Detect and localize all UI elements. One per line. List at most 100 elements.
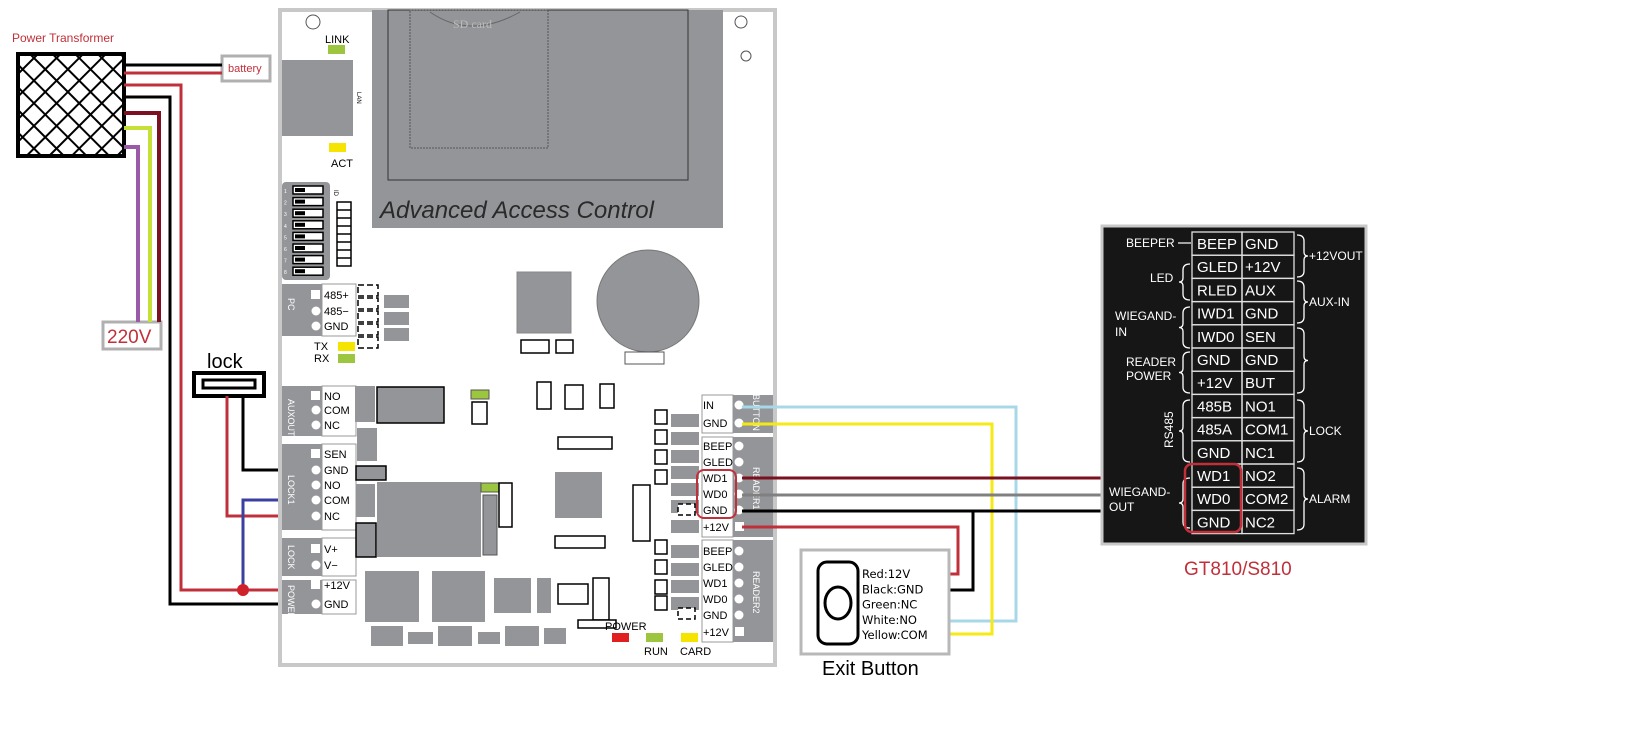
pin-label: WD1 (703, 473, 727, 485)
block-name: PC (286, 298, 296, 311)
terminal-pin-pc-0[interactable]: 485+ (311, 290, 349, 302)
terminal-pin-reader2-1[interactable]: GLED (703, 562, 744, 574)
terminal-pin-auxout-0[interactable]: NO (311, 391, 341, 403)
terminal-pin-reader2-0[interactable]: BEEP (703, 546, 744, 558)
terminal-pin-pc-2[interactable]: GND (311, 321, 349, 333)
block-name: POWER (286, 585, 296, 620)
reader-pin-left-2[interactable]: RLED (1197, 282, 1237, 299)
reader-pin-left-9[interactable]: GND (1197, 445, 1231, 462)
led-act-label: ACT (331, 158, 353, 170)
reader-pin-right-1[interactable]: +12V (1245, 259, 1280, 276)
reader-pin-right-7[interactable]: NO1 (1245, 398, 1276, 415)
dip-number: 3 (284, 212, 287, 218)
exit-wire-label-4: Yellow:COM (861, 628, 928, 642)
group-label-reader-power: READER (1126, 355, 1176, 369)
reader-pin-left-7[interactable]: 485B (1197, 398, 1232, 415)
reader-pin-label: NO2 (1245, 468, 1276, 485)
terminal-pin-reader2-5[interactable]: +12V (703, 627, 744, 639)
reader-row: IWD0 SEN (1191, 324, 1295, 349)
terminal-pin-reader2-2[interactable]: WD1 (703, 578, 744, 590)
dip-number: 2 (284, 201, 287, 207)
reader-pin-left-6[interactable]: +12V (1197, 375, 1232, 392)
pin-label: COM (324, 405, 350, 417)
exit-wire-label: Yellow:COM (861, 628, 928, 642)
reader-pin-left-12[interactable]: GND (1197, 514, 1231, 531)
dip-switch-7[interactable]: 7 (284, 254, 324, 265)
dip-switch-3[interactable]: 3 (284, 208, 324, 218)
terminal-pin-reader1-5[interactable]: +12V (703, 522, 744, 534)
reader-pin-left-8[interactable]: 485A (1197, 422, 1232, 439)
reader-pin-right-11[interactable]: COM2 (1245, 491, 1288, 508)
reader-pin-left-1[interactable]: GLED (1197, 259, 1238, 276)
reader-pin-right-3[interactable]: GND (1245, 306, 1279, 323)
terminal-pin-power-1[interactable]: GND (311, 599, 349, 611)
dip-switch-6[interactable]: 6 (284, 243, 324, 253)
dip-switch-1[interactable]: 1 (284, 185, 324, 195)
reader-row: 485B NO1 (1191, 393, 1295, 419)
terminal-pin-lock1-3[interactable]: COM (311, 495, 350, 507)
pin-label: COM (324, 495, 350, 507)
terminal-pin-lock1-1[interactable]: GND (311, 465, 349, 477)
reader-pin-label: SEN (1245, 329, 1276, 346)
led-act (329, 143, 346, 152)
group-label-lock: LOCK (1309, 424, 1342, 438)
reader-pin-right-9[interactable]: NC1 (1245, 445, 1275, 462)
reader-pin-label: IWD1 (1197, 306, 1235, 323)
led-card-label: CARD (680, 646, 711, 658)
dip-number: 1 (284, 189, 287, 195)
terminal-pin-lock2-0[interactable]: V+ (311, 544, 338, 556)
pin-label: NC (324, 420, 340, 432)
reader-pin-label: WD1 (1197, 468, 1230, 485)
dip-switch-2[interactable]: 2 (284, 196, 324, 207)
terminal-pin-lock1-4[interactable]: NC (311, 511, 340, 523)
dip-switch-5[interactable]: 5 (284, 231, 324, 241)
reader-pin-right-6[interactable]: BUT (1245, 375, 1275, 392)
mains-label: 220V (107, 327, 152, 348)
reader-pin-left-4[interactable]: IWD0 (1197, 329, 1235, 346)
reader-pin-left-0[interactable]: BEEP (1197, 236, 1237, 253)
dip-switch-4[interactable]: 4 (284, 220, 324, 230)
terminal-pin-button-1[interactable]: GND (703, 418, 744, 430)
reader-row: GND NC1 (1191, 440, 1295, 465)
exit-wire-label-1: Black:GND (862, 582, 924, 596)
terminal-pin-power-0[interactable]: +12V (311, 580, 351, 592)
reader-row: RLED AUX (1191, 277, 1295, 303)
terminal-pin-reader2-4[interactable]: GND (703, 610, 744, 622)
reader-pin-right-0[interactable]: GND (1245, 236, 1279, 253)
group-label-led: LED (1150, 271, 1174, 285)
terminal-pin-lock1-0[interactable]: SEN (311, 449, 347, 461)
reader-pin-right-8[interactable]: COM1 (1245, 422, 1288, 439)
pin-label: GLED (703, 457, 733, 469)
terminal-pin-button-0[interactable]: IN (703, 400, 744, 412)
block-name: READER2 (751, 571, 761, 614)
reader-pin-label: BEEP (1197, 236, 1237, 253)
lan-port (282, 60, 353, 136)
reader-pin-left-11[interactable]: WD0 (1197, 491, 1230, 508)
reader-pin-right-10[interactable]: NO2 (1245, 468, 1276, 485)
terminal-pin-auxout-1[interactable]: COM (311, 405, 350, 417)
pc-pads (357, 284, 379, 349)
reader-pin-right-5[interactable]: GND (1245, 352, 1279, 369)
exit-wire-label: Red:12V (862, 567, 910, 581)
terminal-pin-lock2-1[interactable]: V− (311, 560, 338, 572)
reader-pin-label: RLED (1197, 282, 1237, 299)
terminal-pin-pc-1[interactable]: 485− (311, 306, 349, 318)
reader-pin-left-10[interactable]: WD1 (1197, 468, 1230, 485)
dip-switch-8[interactable]: 8 (284, 266, 324, 276)
terminal-pin-auxout-2[interactable]: NC (311, 420, 340, 432)
reader-pin-label: IWD0 (1197, 329, 1235, 346)
exit-button[interactable]: Red:12VBlack:GNDGreen:NCWhite:NOYellow:C… (799, 548, 951, 680)
reader-pin-right-2[interactable]: AUX (1245, 282, 1276, 299)
dip-number: 4 (284, 224, 287, 230)
exit-wire-label: White:NO (862, 613, 917, 627)
reader-pin-right-4[interactable]: SEN (1245, 329, 1276, 346)
reader-pin-left-5[interactable]: GND (1197, 352, 1231, 369)
terminal-pin-lock1-2[interactable]: NO (311, 480, 341, 492)
terminal-pin-reader1-0[interactable]: BEEP (703, 441, 744, 453)
terminal-pin-reader2-3[interactable]: WD0 (703, 594, 744, 606)
reader-pin-left-3[interactable]: IWD1 (1197, 306, 1235, 323)
terminal-pin-reader1-1[interactable]: GLED (703, 457, 744, 469)
reader-pin-right-12[interactable]: NC2 (1245, 514, 1275, 531)
